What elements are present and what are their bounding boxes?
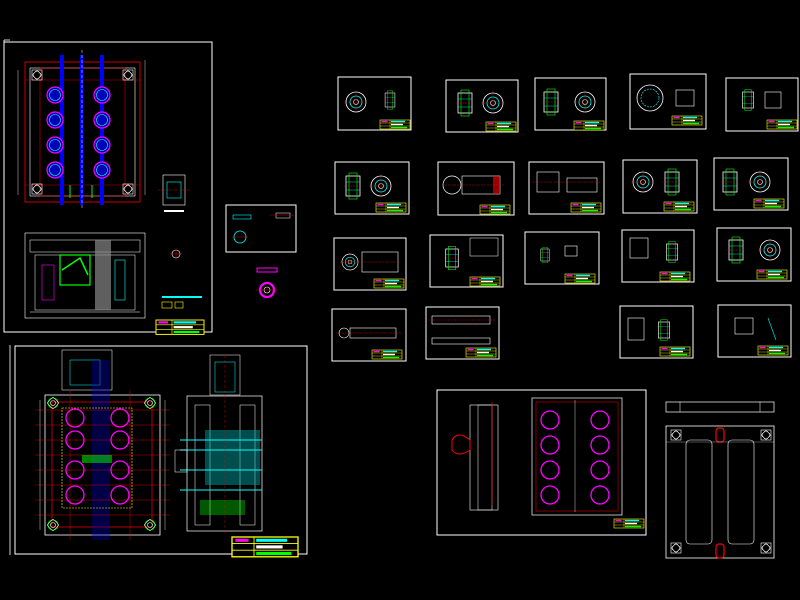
- title-block: [230, 535, 300, 558]
- part-sheet[interactable]: [437, 161, 515, 216]
- main-section-view: [174, 354, 263, 535]
- part-sheet[interactable]: [713, 157, 789, 211]
- sheet-base-plate[interactable]: [665, 401, 775, 559]
- sheet-assembly-main[interactable]: [9, 345, 308, 558]
- sheet-assembly-top[interactable]: [3, 39, 213, 336]
- sheet-detail-small[interactable]: [225, 204, 297, 253]
- part-sheet[interactable]: [331, 308, 407, 362]
- section-view: [24, 232, 146, 319]
- part-sheet[interactable]: [534, 77, 607, 131]
- main-plan-view: [35, 349, 170, 540]
- part-sheet[interactable]: [334, 161, 410, 215]
- part-sheet[interactable]: [725, 77, 799, 132]
- part-sheet[interactable]: [337, 76, 412, 131]
- part-sheet[interactable]: [528, 161, 605, 215]
- part-sheet[interactable]: [717, 304, 792, 358]
- part-sheet[interactable]: [621, 229, 695, 283]
- part-sheet[interactable]: [333, 237, 407, 291]
- side-detail: [158, 174, 190, 212]
- small-part-symbol: [161, 248, 202, 309]
- part-sheets[interactable]: [331, 73, 799, 362]
- title-block: [155, 319, 205, 336]
- part-sheet[interactable]: [429, 234, 504, 288]
- part-sheet[interactable]: [445, 79, 519, 133]
- sheet-cavity-plate[interactable]: [436, 389, 647, 536]
- part-sheet[interactable]: [425, 306, 500, 360]
- part-sheet[interactable]: [524, 231, 600, 285]
- part-sheet[interactable]: [629, 73, 707, 130]
- part-sheet[interactable]: [622, 159, 698, 214]
- part-sheet[interactable]: [619, 305, 694, 359]
- part-sheet[interactable]: [716, 227, 792, 282]
- magenta-ring-part: [256, 267, 278, 299]
- plan-view: [17, 50, 146, 210]
